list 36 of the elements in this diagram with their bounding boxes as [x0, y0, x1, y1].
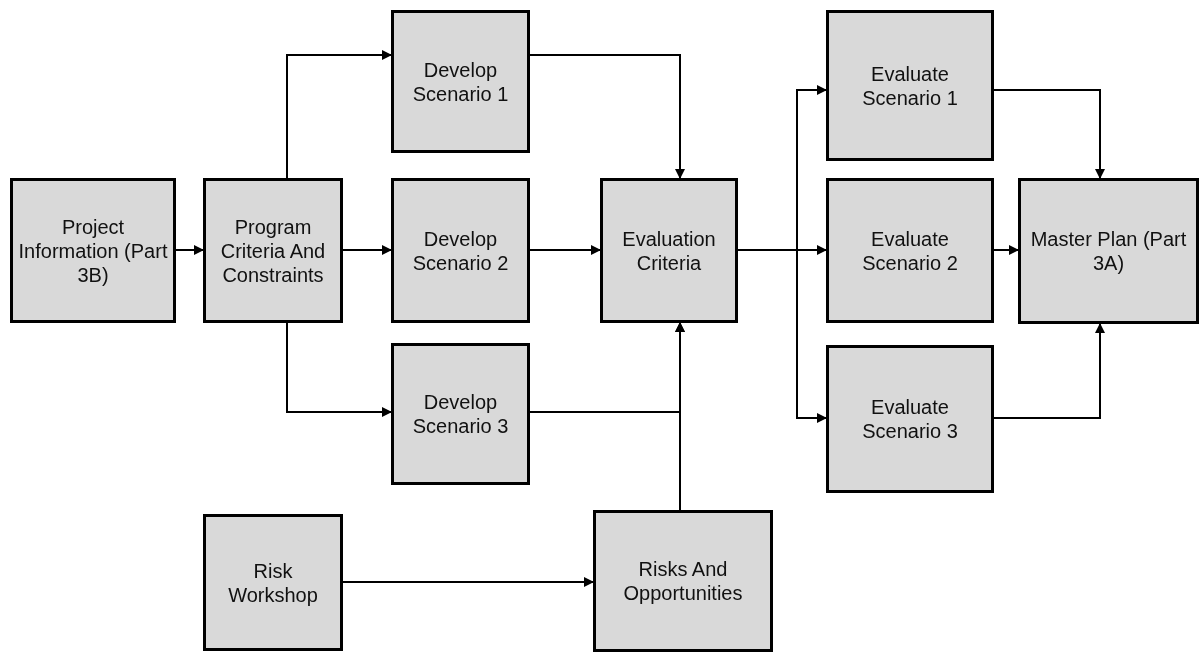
box-label: Evaluation Criteria — [621, 226, 717, 275]
process-box — [826, 10, 994, 161]
arrow — [675, 322, 685, 511]
box-label: Evaluate Scenario 2 — [861, 226, 959, 275]
arrow — [737, 249, 827, 423]
box-label: Master Plan (Part 3A) — [1029, 227, 1188, 275]
box-label: Risks And Opportunities — [622, 557, 744, 605]
process-box — [391, 178, 530, 323]
box-label: Program Criteria And Constraints — [219, 214, 327, 287]
box-label: Evaluate Scenario 3 — [861, 395, 959, 443]
box-label: Develop Scenario 1 — [411, 57, 510, 106]
arrow — [993, 89, 1105, 179]
box-label: Evaluate Scenario 1 — [861, 61, 959, 110]
box-label: Develop Scenario 3 — [411, 390, 510, 438]
arrow — [286, 322, 392, 417]
arrow — [529, 245, 601, 255]
arrow — [286, 50, 392, 179]
box-label: Develop Scenario 2 — [411, 226, 510, 275]
process-box — [10, 178, 176, 323]
arrow — [342, 245, 392, 255]
arrow — [529, 54, 685, 179]
process-box — [203, 178, 343, 323]
process-box — [826, 345, 994, 493]
process-box — [203, 514, 343, 651]
arrow — [175, 245, 204, 255]
box-label: Project Information (Part 3B) — [17, 214, 169, 287]
process-box — [391, 10, 530, 153]
process-box — [593, 510, 773, 652]
process-box — [391, 343, 530, 485]
process-box — [600, 178, 738, 323]
process-box — [826, 178, 994, 323]
arrow — [993, 245, 1019, 255]
box-label: Risk Workshop — [227, 558, 319, 607]
process-box — [1018, 178, 1199, 324]
arrow — [993, 323, 1105, 419]
arrow — [342, 577, 594, 587]
